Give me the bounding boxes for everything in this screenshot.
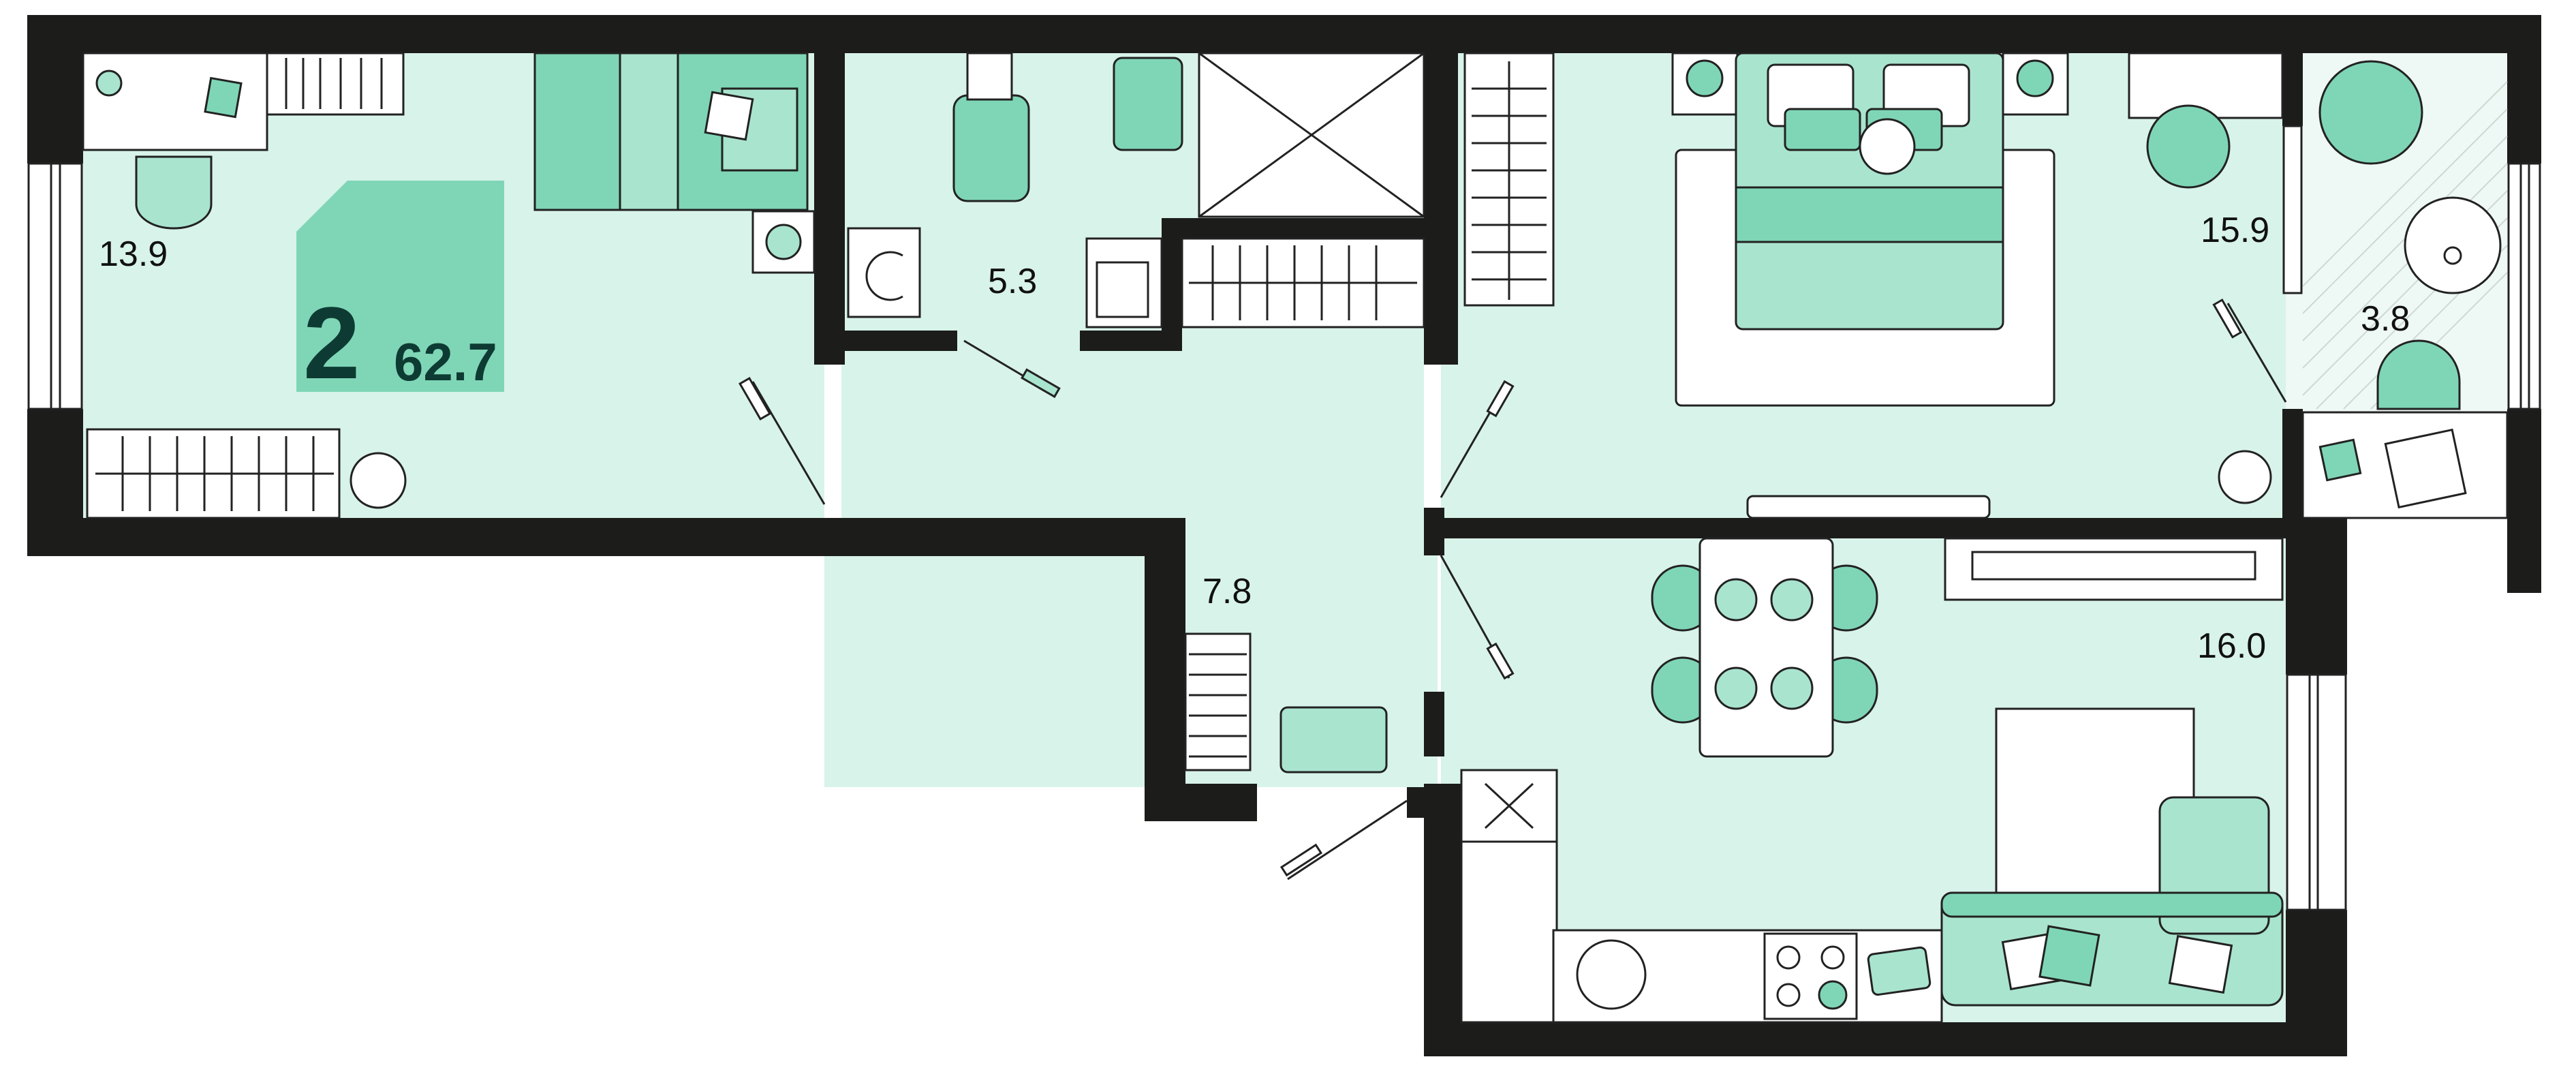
furniture-bedroom-small xyxy=(82,52,816,519)
nightstand xyxy=(751,210,816,274)
door-mat xyxy=(1279,706,1388,774)
badge-shape xyxy=(296,181,504,392)
window-kitchen xyxy=(2286,673,2347,911)
balcony-chair-top xyxy=(2318,60,2423,165)
room-labels: 13.9 5.3 15.9 3.8 7.8 16.0 xyxy=(99,211,2410,666)
balcony-chair-bottom xyxy=(2376,339,2461,410)
bookshelf-top xyxy=(266,52,405,116)
stove xyxy=(1763,932,1858,1020)
window-bedroom-small xyxy=(27,162,83,410)
cutting-board xyxy=(1867,946,1931,996)
plant-bedroom-small xyxy=(350,452,407,509)
area-bedroom-small: 13.9 xyxy=(99,234,168,274)
kitchen-counter xyxy=(1460,840,1558,1024)
total-area: 62.7 xyxy=(394,332,497,392)
window-balcony xyxy=(2507,162,2541,410)
windows xyxy=(27,125,2541,911)
dresser xyxy=(2128,52,2284,119)
shoe-rack xyxy=(1184,632,1252,771)
walls xyxy=(27,15,2541,1056)
furniture-hallway xyxy=(1184,632,1388,774)
kitchen-sink xyxy=(1576,939,1647,1010)
balcony-shelf-item xyxy=(2318,438,2362,482)
area-hallway: 7.8 xyxy=(1202,572,1252,611)
dining-table xyxy=(1698,537,1834,758)
furniture-bathroom xyxy=(847,52,1425,328)
furniture-bedroom-master xyxy=(1463,52,2284,519)
area-bathroom: 5.3 xyxy=(988,262,1037,301)
tv-stand xyxy=(1746,495,1991,519)
furniture-balcony xyxy=(2301,60,2509,519)
plant-master xyxy=(2218,450,2272,504)
doors xyxy=(739,298,2287,881)
washing-machine xyxy=(847,227,921,318)
toilet xyxy=(952,94,1030,202)
rooms-count: 2 xyxy=(303,286,360,400)
stool xyxy=(2146,104,2231,189)
balcony-box xyxy=(2384,428,2467,509)
desk-chair xyxy=(135,155,213,230)
balcony-table xyxy=(2404,196,2502,294)
apartment-badge: 2 62.7 xyxy=(296,181,504,400)
desk xyxy=(82,52,268,151)
area-bedroom-master: 15.9 xyxy=(2201,211,2269,250)
bath-mat xyxy=(1113,57,1183,151)
window-balcony-door xyxy=(2282,125,2303,294)
area-kitchen-living: 16.0 xyxy=(2197,626,2266,666)
area-balcony: 3.8 xyxy=(2361,299,2410,339)
furniture-kitchen-living xyxy=(1460,537,2284,1024)
